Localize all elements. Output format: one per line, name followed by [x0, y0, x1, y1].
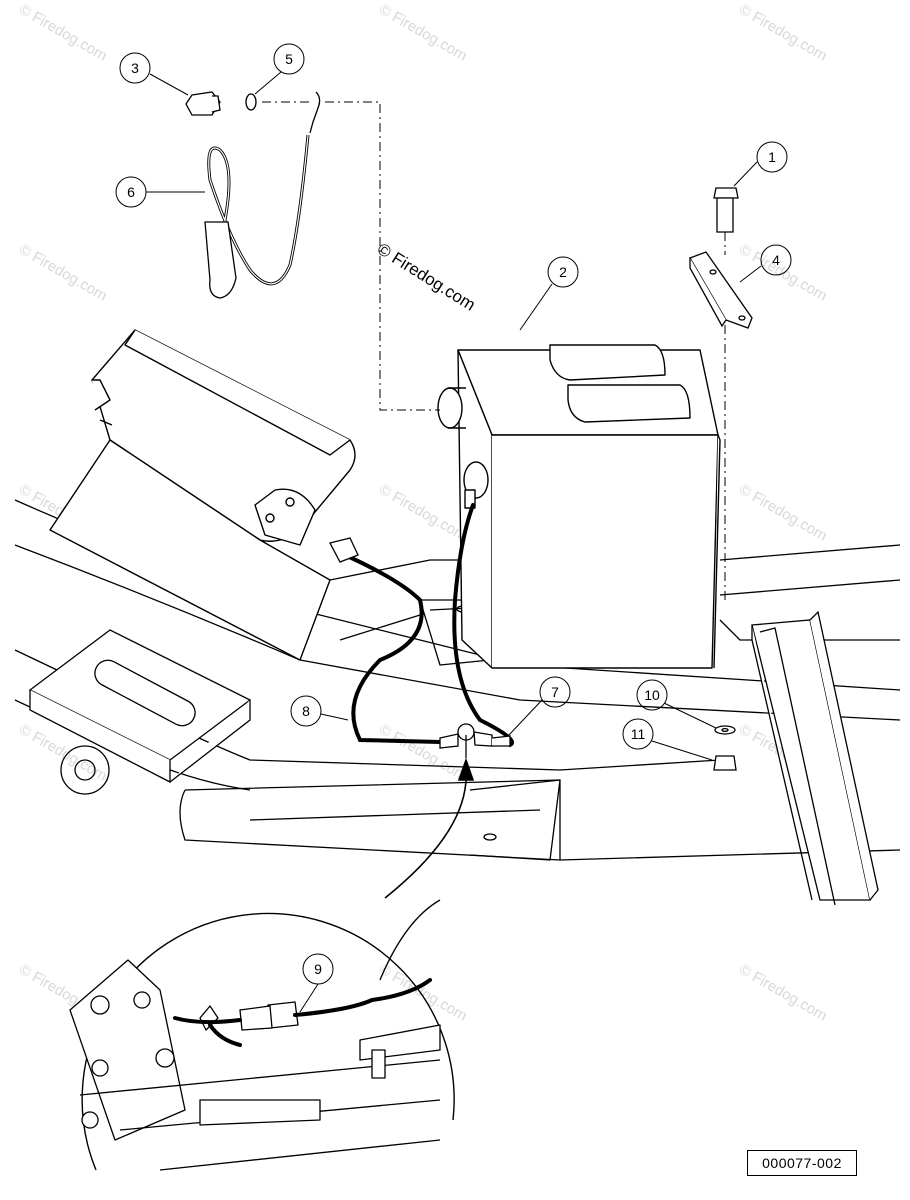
watermark: © Firedog.com — [376, 1, 470, 65]
watermark: © Firedog.com — [376, 961, 470, 1025]
mounting-plate — [28, 629, 252, 795]
ground-wire — [204, 91, 321, 299]
callout-label-6: 6 — [127, 184, 135, 200]
callout-8 — [290, 695, 322, 727]
mounting-bolt — [713, 187, 739, 233]
callout-10 — [636, 679, 668, 711]
callout-label-1: 1 — [768, 149, 776, 165]
watermark: © Firedog.com — [736, 1, 830, 65]
callout-1 — [756, 141, 788, 173]
watermark: © Firedog.com — [16, 1, 110, 65]
callout-label-9: 9 — [314, 961, 322, 977]
callout-label-4: 4 — [772, 252, 780, 268]
watermark: © Firedog.com — [736, 961, 830, 1025]
watermark: © Firedog.com — [376, 721, 470, 785]
callout-label-3: 3 — [131, 60, 139, 76]
assembly-lines — [262, 101, 726, 600]
watermark: © Firedog.com — [16, 241, 110, 305]
detail-contents — [69, 899, 441, 1171]
callout-label-5: 5 — [285, 51, 293, 67]
callout-label-7: 7 — [551, 684, 559, 700]
callout-labels: 1 2 3 4 5 6 7 8 9 10 11 — [127, 51, 780, 977]
detail-pointer — [384, 757, 475, 899]
center-watermark: © Firedog.com — [374, 239, 479, 314]
flat-washer — [714, 725, 736, 735]
callout-label-11: 11 — [631, 726, 646, 742]
callout-7 — [539, 676, 571, 708]
callout-label-8: 8 — [302, 703, 310, 719]
callout-11 — [622, 718, 654, 750]
callout-label-2: 2 — [559, 264, 567, 280]
rail-beam — [751, 610, 879, 906]
hold-down-clamp — [689, 251, 753, 329]
detail-view — [81, 912, 455, 1171]
callout-4 — [760, 244, 792, 276]
callouts — [115, 43, 792, 1013]
callout-2 — [547, 256, 579, 288]
battery — [437, 344, 721, 669]
reference-number: 000077-002 — [747, 1150, 857, 1176]
watermark: © Firedog.com — [736, 481, 830, 545]
controller-housing — [49, 329, 356, 661]
cable-terminals — [329, 537, 511, 758]
battery-cables — [343, 503, 514, 747]
hex-nut — [713, 755, 737, 771]
callout-5 — [273, 43, 305, 75]
detail-cables — [173, 978, 432, 1047]
watermark: © Firedog.com — [376, 481, 470, 545]
hex-bolt — [185, 91, 221, 116]
callout-label-10: 10 — [644, 687, 660, 703]
lock-washer — [245, 93, 257, 111]
callout-3 — [119, 52, 151, 84]
